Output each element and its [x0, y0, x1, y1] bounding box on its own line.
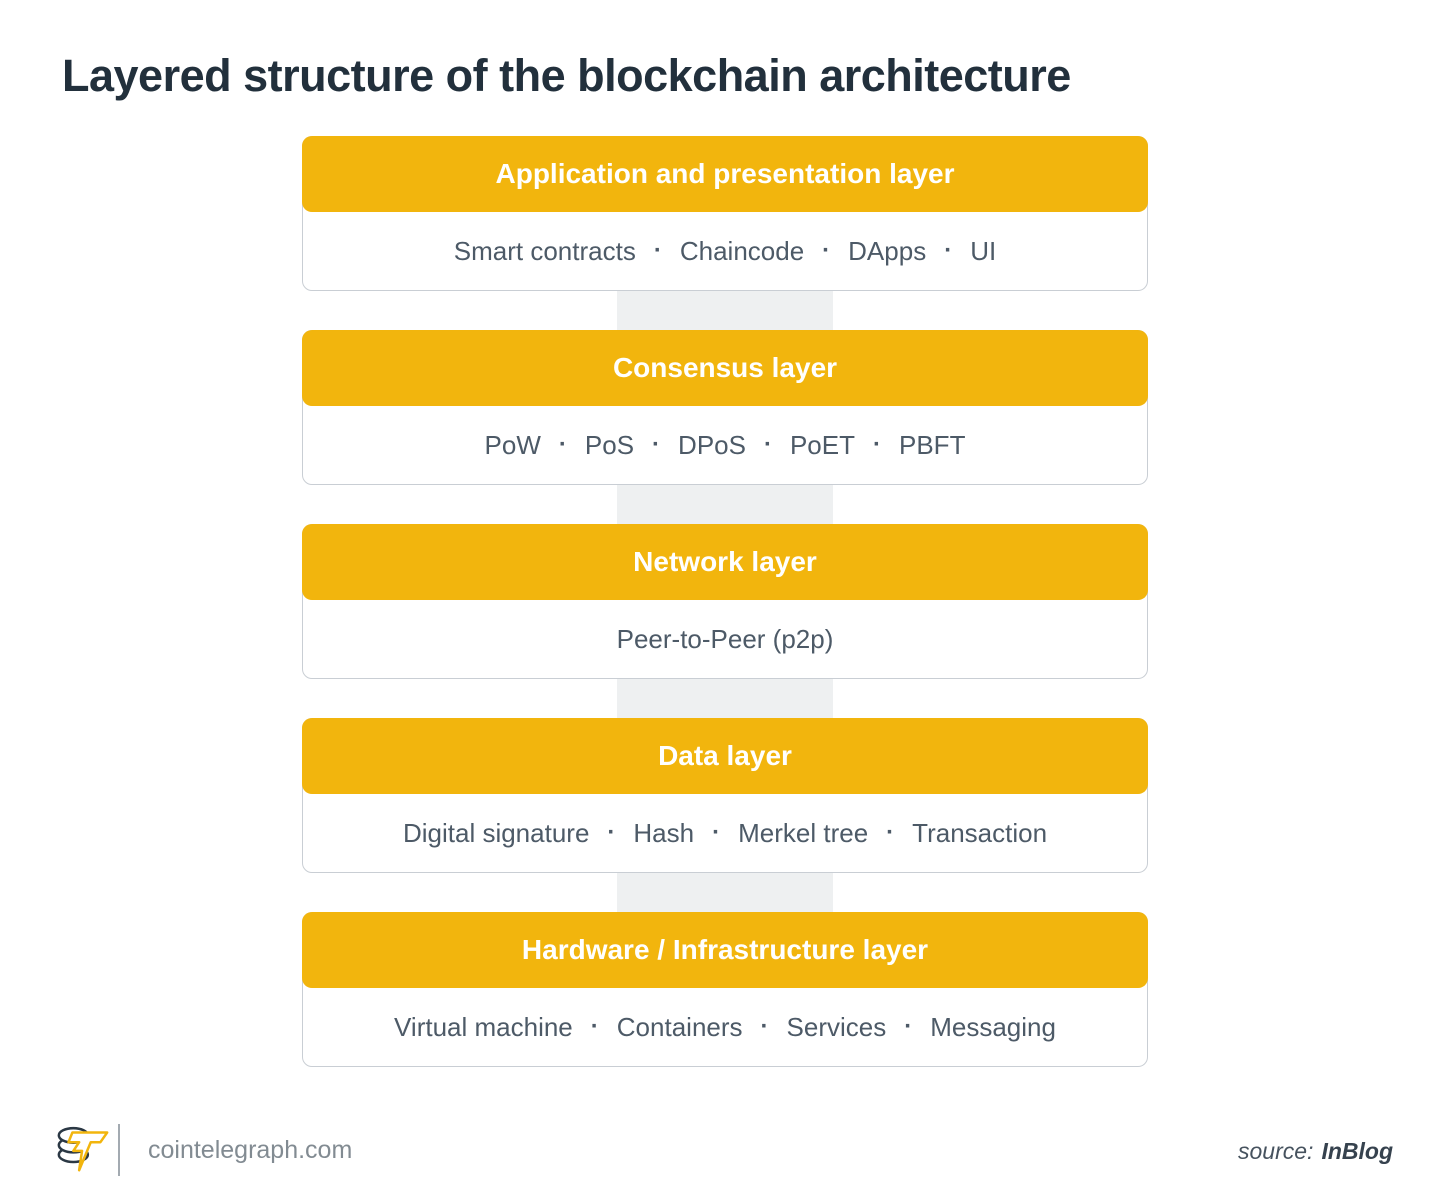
layer-title: Network layer: [633, 546, 817, 577]
footer-divider: [118, 1124, 120, 1176]
layer-items: Peer-to-Peer (p2p): [303, 600, 1147, 678]
lightning-t-glyph: [67, 1131, 109, 1172]
layer-title: Application and presentation layer: [495, 158, 955, 189]
layer-item: Digital signature: [402, 817, 590, 848]
footer-source: source: InBlog: [1238, 1138, 1393, 1165]
layer-items: Digital signature · Hash · Merkel tree · Trans…: [303, 794, 1147, 872]
layer-item: Virtual machine: [394, 1011, 573, 1042]
dot-separator: ·: [873, 431, 881, 458]
cointelegraph-logo-icon: [57, 1126, 109, 1172]
layer-items: Smart contracts · Chaincode · DApps · UI: [303, 212, 1147, 290]
layer-header: Network layer: [302, 524, 1148, 600]
layer-item: Containers: [616, 1011, 743, 1042]
layer-item: Messaging: [930, 1011, 1056, 1042]
layer-item: PBFT: [899, 429, 966, 460]
dot-separator: ·: [822, 237, 831, 264]
source-label: source:: [1238, 1138, 1314, 1164]
dot-separator: ·: [944, 237, 953, 264]
dot-separator: ·: [590, 1013, 599, 1040]
source-name: InBlog: [1321, 1138, 1393, 1164]
dot-separator: ·: [607, 819, 616, 846]
dot-separator: ·: [712, 819, 721, 846]
layer-title: Consensus layer: [612, 352, 838, 383]
layer-item: DApps: [848, 235, 927, 266]
page-title: Layered structure of the blockchain arch…: [62, 50, 1071, 102]
layer-item: Hash: [633, 817, 695, 848]
layer-item: PoW: [484, 429, 541, 460]
dot-separator: ·: [652, 431, 661, 458]
layer-item: PoET: [789, 429, 855, 460]
dot-separator: ·: [653, 237, 662, 264]
layer-header: Consensus layer: [302, 330, 1148, 406]
layer-items: PoW · PoS · DPoS · PoET · PBFT: [303, 406, 1147, 484]
layer-item: PoS: [584, 429, 635, 460]
layer-item: Transaction: [912, 817, 1048, 848]
layer-item: Chaincode: [679, 235, 805, 266]
dot-separator: ·: [904, 1013, 913, 1040]
layer-item: UI: [970, 235, 997, 266]
layer-item: Peer-to-Peer (p2p): [616, 623, 834, 654]
layer-header: Hardware / Infrastructure layer: [302, 912, 1148, 988]
layer-item: Smart contracts: [453, 235, 636, 266]
layer-items: Virtual machine · Containers · Services · Mess…: [303, 988, 1147, 1066]
footer-site-label: cointelegraph.com: [148, 1136, 353, 1164]
layer-header: Application and presentation layer: [302, 136, 1148, 212]
dot-separator: ·: [886, 819, 895, 846]
dot-separator: ·: [760, 1013, 769, 1040]
layer-item: DPoS: [678, 429, 746, 460]
layer-title: Data layer: [658, 740, 792, 771]
dot-separator: ·: [763, 431, 772, 458]
layer-header: Data layer: [302, 718, 1148, 794]
layer-item: Merkel tree: [738, 817, 869, 848]
dot-separator: ·: [558, 431, 567, 458]
layer-title: Hardware / Infrastructure layer: [521, 934, 929, 965]
layer-item: Services: [786, 1011, 887, 1042]
